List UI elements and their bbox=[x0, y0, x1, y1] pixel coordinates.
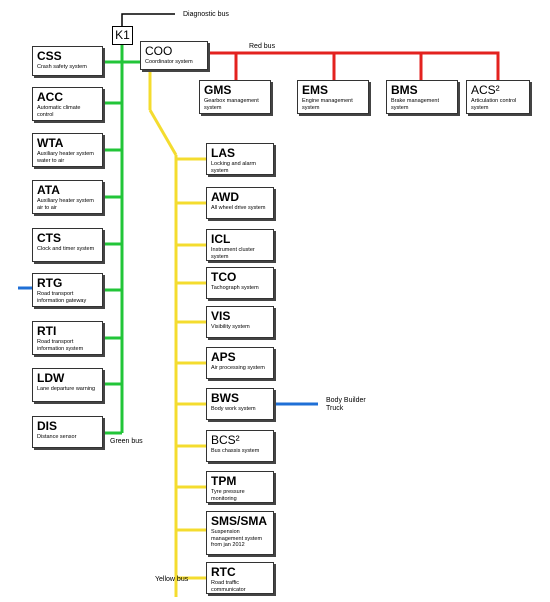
ecu-code: BWS bbox=[211, 391, 239, 405]
ecu-code: ACS² bbox=[471, 83, 500, 97]
ecu-desc: Air processing system bbox=[211, 365, 265, 371]
ecu-code: WTA bbox=[37, 136, 64, 150]
ecu-ems: EMS Engine management system bbox=[297, 80, 369, 114]
ecu-code: GMS bbox=[204, 83, 232, 97]
ecu-rti: RTI Road transport information system bbox=[32, 321, 103, 355]
ecu-code: ICL bbox=[211, 232, 231, 246]
ecu-icl: ICL Instrument cluster system bbox=[206, 229, 274, 261]
ecu-desc: Road transport information system bbox=[37, 339, 84, 352]
ecu-desc: Auxiliary heater system air to air bbox=[37, 198, 94, 211]
ecu-rtc: RTC Road traffic communicator bbox=[206, 562, 274, 594]
ecu-code: LDW bbox=[37, 371, 65, 385]
ecu-desc: Engine management system bbox=[302, 98, 353, 111]
ecu-bcs: BCS² Bus chassis system bbox=[206, 430, 274, 462]
ecu-desc: Suspension management system from jan 20… bbox=[211, 529, 263, 548]
ecu-bws: BWS Body work system bbox=[206, 388, 274, 420]
body-builder-line2: Truck bbox=[326, 405, 344, 412]
ecu-code: BCS² bbox=[211, 433, 240, 447]
ecu-rtg: RTG Road transport information gateway bbox=[32, 273, 103, 307]
body-builder-line1: Body Builder bbox=[326, 397, 366, 404]
ecu-code: DIS bbox=[37, 419, 58, 433]
ecu-desc: Bus chassis system bbox=[211, 448, 260, 454]
ecu-desc: Instrument cluster system bbox=[211, 247, 255, 260]
green-bus-label: Green bus bbox=[110, 438, 143, 445]
ecu-desc: Brake management system bbox=[391, 98, 439, 111]
ecu-coo: COO Coordinator system bbox=[140, 41, 208, 70]
ecu-desc: Clock and timer system bbox=[37, 246, 95, 252]
ecu-code: RTI bbox=[37, 324, 57, 338]
ecu-aps: APS Air processing system bbox=[206, 347, 274, 379]
red-bus-label: Red bus bbox=[249, 43, 276, 50]
ecu-acc: ACC Automatic climate control bbox=[32, 87, 103, 121]
ecu-code: APS bbox=[211, 350, 236, 364]
ecu-code: COO bbox=[145, 44, 173, 58]
ecu-code: AWD bbox=[211, 190, 239, 204]
ecu-ldw: LDW Lane departure warning bbox=[32, 368, 103, 402]
ecu-desc: Lane departure warning bbox=[37, 386, 96, 392]
ecu-css: CSS Crash safety system bbox=[32, 46, 103, 76]
green-bus-line bbox=[103, 43, 140, 435]
ecu-desc: Automatic climate control bbox=[37, 105, 81, 118]
ecu-desc: Locking and alarm system bbox=[211, 161, 256, 174]
ecu-bms: BMS Brake management system bbox=[386, 80, 458, 114]
ecu-desc: Crash safety system bbox=[37, 64, 87, 70]
ecu-desc: Tachograph system bbox=[211, 285, 259, 291]
ecu-desc: Coordinator system bbox=[145, 59, 193, 65]
ecu-gms: GMS Gearbox management system bbox=[199, 80, 271, 114]
ecu-code: CSS bbox=[37, 49, 62, 63]
ecu-sms-sma: SMS/SMA Suspension management system fro… bbox=[206, 511, 274, 555]
ecu-code: TCO bbox=[211, 270, 237, 284]
diagnostic-bus-line bbox=[121, 13, 175, 26]
yellow-bus-label: Yellow bus bbox=[155, 576, 189, 583]
ecu-desc: Tyre pressure monitoring bbox=[211, 489, 245, 502]
ecu-desc: Auxiliary heater system water to air bbox=[37, 151, 94, 164]
ecu-desc: Distance sensor bbox=[37, 434, 77, 440]
ecu-desc: Body work system bbox=[211, 406, 256, 412]
ecu-awd: AWD All wheel drive system bbox=[206, 187, 274, 219]
ecu-code: RTG bbox=[37, 276, 63, 290]
ecu-code: CTS bbox=[37, 231, 61, 245]
ecu-desc: Visibility system bbox=[211, 324, 250, 330]
ecu-code: SMS/SMA bbox=[211, 514, 268, 528]
ecu-code: ACC bbox=[37, 90, 63, 104]
ecu-code: TPM bbox=[211, 474, 237, 488]
ecu-code: ATA bbox=[37, 183, 60, 197]
ecu-las: LAS Locking and alarm system bbox=[206, 143, 274, 175]
ecu-wta: WTA Auxiliary heater system water to air bbox=[32, 133, 103, 167]
body-builder-label: Body Builder Truck bbox=[326, 397, 366, 413]
ecu-desc: All wheel drive system bbox=[211, 205, 266, 211]
ecu-desc: Gearbox management system bbox=[204, 98, 259, 111]
ecu-desc: Road transport information gateway bbox=[37, 291, 87, 304]
ecu-code: BMS bbox=[391, 83, 418, 97]
ecu-tpm: TPM Tyre pressure monitoring bbox=[206, 471, 274, 503]
diagnostic-bus-label: Diagnostic bus bbox=[183, 11, 229, 18]
ecu-desc: Road traffic communicator bbox=[211, 580, 246, 593]
ecu-code: LAS bbox=[211, 146, 235, 160]
red-bus-line bbox=[206, 51, 500, 82]
ecu-tco: TCO Tachograph system bbox=[206, 267, 274, 299]
ecu-cts: CTS Clock and timer system bbox=[32, 228, 103, 262]
ecu-acs: ACS² Articulation control system bbox=[466, 80, 530, 114]
ecu-code: RTC bbox=[211, 565, 236, 579]
ecu-dis: DIS Distance sensor bbox=[32, 416, 103, 448]
ecu-ata: ATA Auxiliary heater system air to air bbox=[32, 180, 103, 214]
yellow-bus-line bbox=[148, 70, 206, 597]
ecu-code: EMS bbox=[302, 83, 329, 97]
ecu-code: VIS bbox=[211, 309, 231, 323]
ecu-desc: Articulation control system bbox=[471, 98, 517, 111]
k1-gateway-box: K1 bbox=[112, 26, 133, 45]
ecu-vis: VIS Visibility system bbox=[206, 306, 274, 338]
